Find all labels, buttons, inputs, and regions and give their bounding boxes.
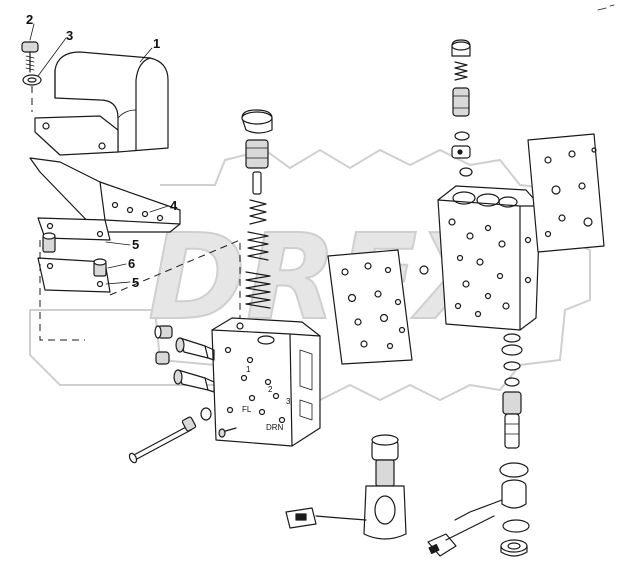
connector-center xyxy=(285,507,367,529)
long-bolt xyxy=(128,416,197,464)
oring-lower xyxy=(502,519,530,533)
cover-part-1 xyxy=(54,51,169,153)
plug-fitting-mid xyxy=(155,351,170,365)
lower-bracket-plate-a xyxy=(37,217,111,241)
leader-dash-box xyxy=(39,239,241,341)
right-small-fitting xyxy=(451,145,471,159)
valve-marking-1: 1 xyxy=(246,365,251,374)
mount-bracket-top xyxy=(34,115,119,156)
valve-marking-drn: DRN xyxy=(266,423,284,432)
spacer-part-6 xyxy=(93,258,107,277)
small-washer xyxy=(200,407,212,421)
screw-part-2 xyxy=(21,41,39,73)
oring-stack-1 xyxy=(503,333,521,343)
callout-5-top: 5 xyxy=(132,237,139,252)
valve-marking-3: 3 xyxy=(286,397,291,406)
right-cap xyxy=(451,39,471,57)
connector-right xyxy=(427,515,495,557)
callout-5-bottom: 5 xyxy=(132,275,139,290)
callout-1: 1 xyxy=(153,36,160,51)
valve-marking-fl: FL xyxy=(242,405,252,414)
gasket-plate-center xyxy=(327,249,413,365)
mount-bracket-part-4 xyxy=(29,157,181,233)
valve-marking-2: 2 xyxy=(268,385,273,394)
callout-6: 6 xyxy=(128,256,135,271)
gasket-plate-right xyxy=(527,133,605,253)
corner-mark xyxy=(597,4,615,11)
spring-large xyxy=(245,271,271,309)
small-screw xyxy=(218,427,237,438)
right-spool xyxy=(452,87,470,117)
callout-2: 2 xyxy=(26,12,33,27)
control-valve-body: 1 2 3 FL DRN xyxy=(211,317,321,447)
solenoid-coil-center xyxy=(363,434,407,540)
callout-leaders xyxy=(29,23,169,285)
oring-stack-2 xyxy=(501,344,523,356)
center-cap xyxy=(241,109,273,134)
spacer-part-6-top xyxy=(42,232,56,253)
check-valve-fitting-b xyxy=(173,369,215,393)
spring-small xyxy=(249,199,267,225)
check-valve-fitting-a xyxy=(175,337,215,361)
right-oring-b xyxy=(459,167,473,177)
nut-bottom xyxy=(500,539,528,557)
spring-medium xyxy=(247,231,269,261)
large-oring xyxy=(499,462,529,478)
pin xyxy=(252,171,262,195)
right-oring-a xyxy=(454,131,470,141)
callout-3: 3 xyxy=(66,28,73,43)
spool-piston xyxy=(245,139,269,169)
oring-stack-4 xyxy=(504,377,520,387)
lower-bracket-plate-b xyxy=(37,257,111,293)
plug-fitting-top xyxy=(154,325,173,339)
main-valve-body xyxy=(437,185,541,331)
callout-4: 4 xyxy=(170,198,178,213)
right-spring xyxy=(454,61,468,81)
small-plug xyxy=(419,265,429,275)
solenoid-coil-right xyxy=(454,479,527,521)
washer-part-3 xyxy=(22,74,42,86)
oring-stack-3 xyxy=(503,361,521,371)
solenoid-cartridge xyxy=(502,391,522,449)
